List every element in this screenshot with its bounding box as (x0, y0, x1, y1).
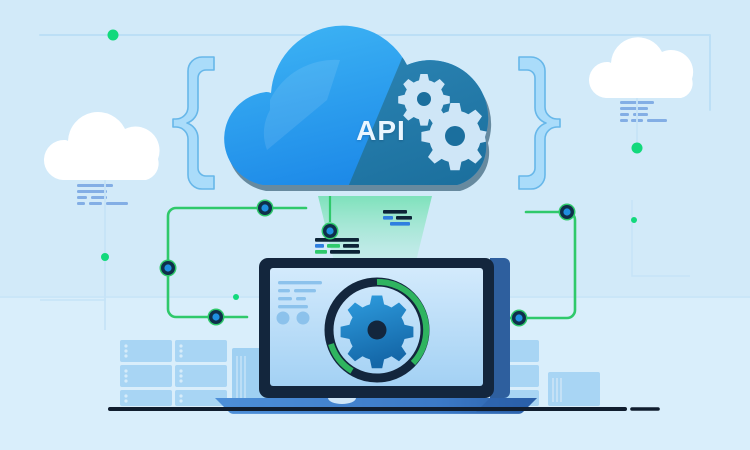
green-dot-cloud-left (101, 253, 109, 261)
screen-gear-icon[interactable] (340, 295, 414, 369)
node-upper-right (558, 203, 576, 221)
server-racks-left (120, 340, 266, 406)
cloud-right (588, 37, 694, 98)
gear-progress-accent (328, 278, 430, 374)
cloud-dark-face (330, 25, 489, 185)
api-cloud[interactable] (224, 20, 500, 230)
node-lower-left (207, 308, 225, 326)
green-dot-small-right (631, 217, 637, 223)
brace-close (518, 56, 561, 190)
cloud-left-code-lines (77, 184, 128, 205)
screen-widget-dots (276, 311, 310, 325)
node-beam-center (321, 222, 339, 240)
top-connector-path (39, 34, 711, 111)
node-mid-left (159, 259, 177, 277)
laptop-side-panel (490, 258, 510, 398)
cloud-left (43, 112, 160, 180)
laptop-trackpad-notch (328, 398, 356, 404)
code-snippet-right (383, 210, 412, 226)
green-dot-cloud-right (631, 142, 643, 154)
green-dots (101, 29, 643, 300)
brace-open (172, 56, 215, 190)
node-lower-right (510, 309, 528, 327)
screen-widget-lines (278, 281, 322, 309)
node-upper-left (256, 199, 274, 217)
cloud-gear-large (421, 103, 489, 171)
code-snippet-left (315, 238, 360, 254)
circuit-nodes[interactable] (159, 199, 576, 327)
laptop-device[interactable] (215, 258, 537, 414)
green-dot-top (107, 29, 119, 41)
green-dot-small-mid (233, 294, 239, 300)
cloud-highlight (263, 59, 340, 150)
